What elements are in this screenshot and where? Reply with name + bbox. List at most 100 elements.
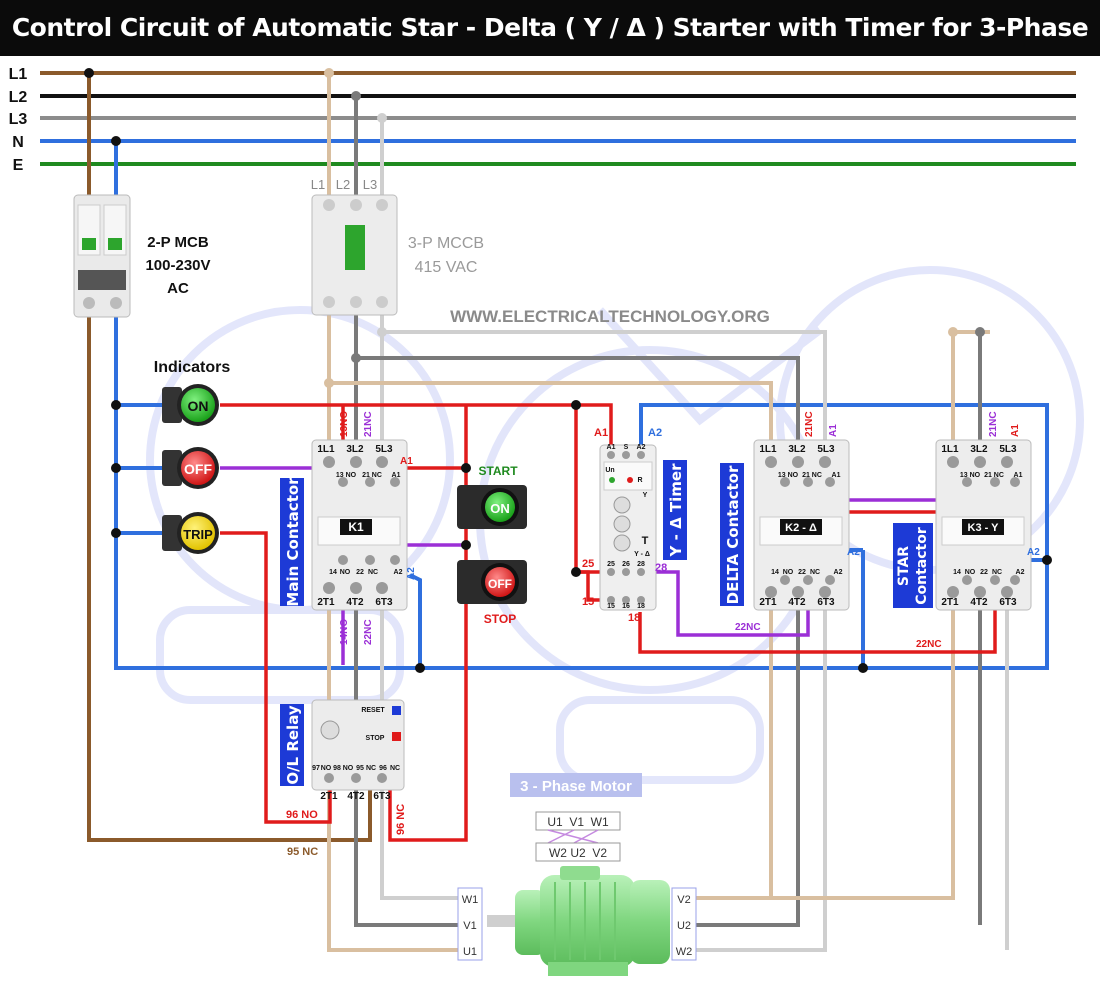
k2-name: K2 - Δ xyxy=(785,522,817,534)
timer-terminal-18: 18 xyxy=(637,603,645,610)
indicators-heading: Indicators xyxy=(154,359,231,376)
k2-terminal-3l2: 3L2 xyxy=(788,444,806,455)
ol-small-no2: NO xyxy=(343,765,354,772)
timer-wire-a2: A2 xyxy=(648,427,662,439)
bus-label-l2: L2 xyxy=(9,89,28,106)
k2-small-14: 14 xyxy=(771,569,779,576)
mcb-label-line3: AC xyxy=(167,280,189,297)
mcb-label-line2: 100-230V xyxy=(145,257,210,274)
k3-terminal-2t1: 2T1 xyxy=(941,597,959,608)
timer-terminal-25: 25 xyxy=(607,561,615,568)
mccb-terminal-l2: L2 xyxy=(336,177,350,192)
ol-wire-95nc: 95 NC xyxy=(287,846,318,858)
start-label: START xyxy=(478,464,518,478)
ol-relay-label-box: O/L Relay xyxy=(280,704,304,786)
mccb-label-line2: 415 VAC xyxy=(415,259,478,276)
timer-wire-28: 28 xyxy=(655,562,667,574)
timer-terminal-a2: A2 xyxy=(637,444,646,451)
start-push-button[interactable]: ON xyxy=(457,485,527,529)
ol-small-no1: NO xyxy=(321,765,332,772)
stop-push-button[interactable]: OFF xyxy=(457,560,527,604)
mcb-2-pole xyxy=(73,194,131,318)
k2-terminal-2t1: 2T1 xyxy=(759,597,777,608)
k1-terminal-3l2: 3L2 xyxy=(346,444,364,455)
indicator-trip-lamp: TRIP xyxy=(162,512,219,554)
indicator-on-lamp: ON xyxy=(162,384,219,426)
motor-terminal-u2: U2 xyxy=(677,920,691,932)
k2-wire-21nc: 21NC xyxy=(804,411,815,437)
k1-wire-13no: 13NO xyxy=(339,411,350,437)
timer-wire-15: 15 xyxy=(582,596,594,608)
k2-small-21nc: 21 NC xyxy=(802,472,822,479)
k2-terminal-6t3: 6T3 xyxy=(817,597,835,608)
page-title: Control Circuit of Automatic Star - Delt… xyxy=(0,0,1100,98)
winding-top-labels: U1 V1 W1 xyxy=(547,815,609,829)
ol-small-98: 98 xyxy=(333,765,341,772)
ol-small-97: 97 xyxy=(312,765,320,772)
timer-terminal-a1: A1 xyxy=(607,444,616,451)
motor-right-terminal-box: V2 U2 W2 xyxy=(671,887,697,961)
k2-small-a1: A1 xyxy=(832,472,841,479)
timer-label-box: Y - Δ Timer xyxy=(663,460,687,560)
k2-wire-22nc: 22NC xyxy=(735,622,761,633)
overload-relay xyxy=(311,699,405,791)
k3-small-a1: A1 xyxy=(1014,472,1023,479)
ol-terminal-6t3: 6T3 xyxy=(373,791,391,802)
timer-led-r: R xyxy=(637,477,642,484)
timer-wire-a1: A1 xyxy=(594,427,608,439)
star-contactor-label-box: STAR Contactor xyxy=(893,523,933,608)
k2-small-no: NO xyxy=(783,569,794,576)
k3-terminal-6t3: 6T3 xyxy=(999,597,1017,608)
k1-small-14: 14 xyxy=(329,569,337,576)
motor-left-terminal-box: W1 V1 U1 xyxy=(457,887,483,961)
k1-terminal-1l1: 1L1 xyxy=(317,444,335,455)
k2-small-a2: A2 xyxy=(834,569,843,576)
star-contactor-label-line2: Contactor xyxy=(914,527,930,605)
delta-contactor-label-box: DELTA Contactor xyxy=(720,463,744,606)
motor-body xyxy=(487,866,670,976)
k2-small-nc: NC xyxy=(810,569,820,576)
k1-small-nc: NC xyxy=(368,569,378,576)
k3-wire-a1: A1 xyxy=(1010,424,1021,437)
k3-small-14: 14 xyxy=(953,569,961,576)
timer-label: Y - Δ Timer xyxy=(667,463,685,558)
timer-led-un: Un xyxy=(605,467,614,474)
k1-terminal-2t1: 2T1 xyxy=(317,597,335,608)
mccb-label-line1: 3-P MCCB xyxy=(408,235,484,252)
bus-label-n: N xyxy=(12,134,24,151)
indicator-off-lamp: OFF xyxy=(162,447,219,489)
bus-label-l3: L3 xyxy=(9,111,28,128)
motor-terminal-u1: U1 xyxy=(463,946,477,958)
k3-small-no: NO xyxy=(965,569,976,576)
k3-wire-21nc: 21NC xyxy=(988,411,999,437)
bus-lines: L1 L2 L3 N E xyxy=(9,66,1076,174)
k3-small-22: 22 xyxy=(980,569,988,576)
ol-terminal-4t2: 4T2 xyxy=(347,791,365,802)
stop-button-text: OFF xyxy=(488,577,512,591)
k1-terminal-6t3: 6T3 xyxy=(375,597,393,608)
k1-small-a2: A2 xyxy=(394,569,403,576)
k1-terminal-5l3: 5L3 xyxy=(375,444,393,455)
k2-terminal-5l3: 5L3 xyxy=(817,444,835,455)
k2-small-22: 22 xyxy=(798,569,806,576)
website-watermark: WWW.ELECTRICALTECHNOLOGY.ORG xyxy=(450,307,770,326)
motor-label: 3 - Phase Motor xyxy=(520,778,632,795)
junction-dots xyxy=(84,68,1052,673)
motor-label-box: 3 - Phase Motor xyxy=(510,773,642,797)
star-delta-timer xyxy=(599,444,657,611)
k1-wire-22nc: 22NC xyxy=(363,619,374,645)
k2-terminal-4t2: 4T2 xyxy=(788,597,806,608)
timer-y-mark: Y xyxy=(643,492,648,499)
mccb-3-pole xyxy=(311,194,398,316)
timer-terminal-s: S xyxy=(624,444,629,451)
star-contactor-k3 xyxy=(935,439,1032,611)
main-contactor-label-box: Main Contactor xyxy=(280,477,304,607)
indicator-off-label: OFF xyxy=(184,461,212,477)
k1-wire-14no: 14NO xyxy=(339,619,350,645)
k3-terminal-4t2: 4T2 xyxy=(970,597,988,608)
k3-name: K3 - Y xyxy=(968,522,1000,534)
k3-small-21nc: 21 NC xyxy=(984,472,1004,479)
mccb-terminal-l1: L1 xyxy=(311,177,325,192)
timer-wire-25: 25 xyxy=(582,558,594,570)
